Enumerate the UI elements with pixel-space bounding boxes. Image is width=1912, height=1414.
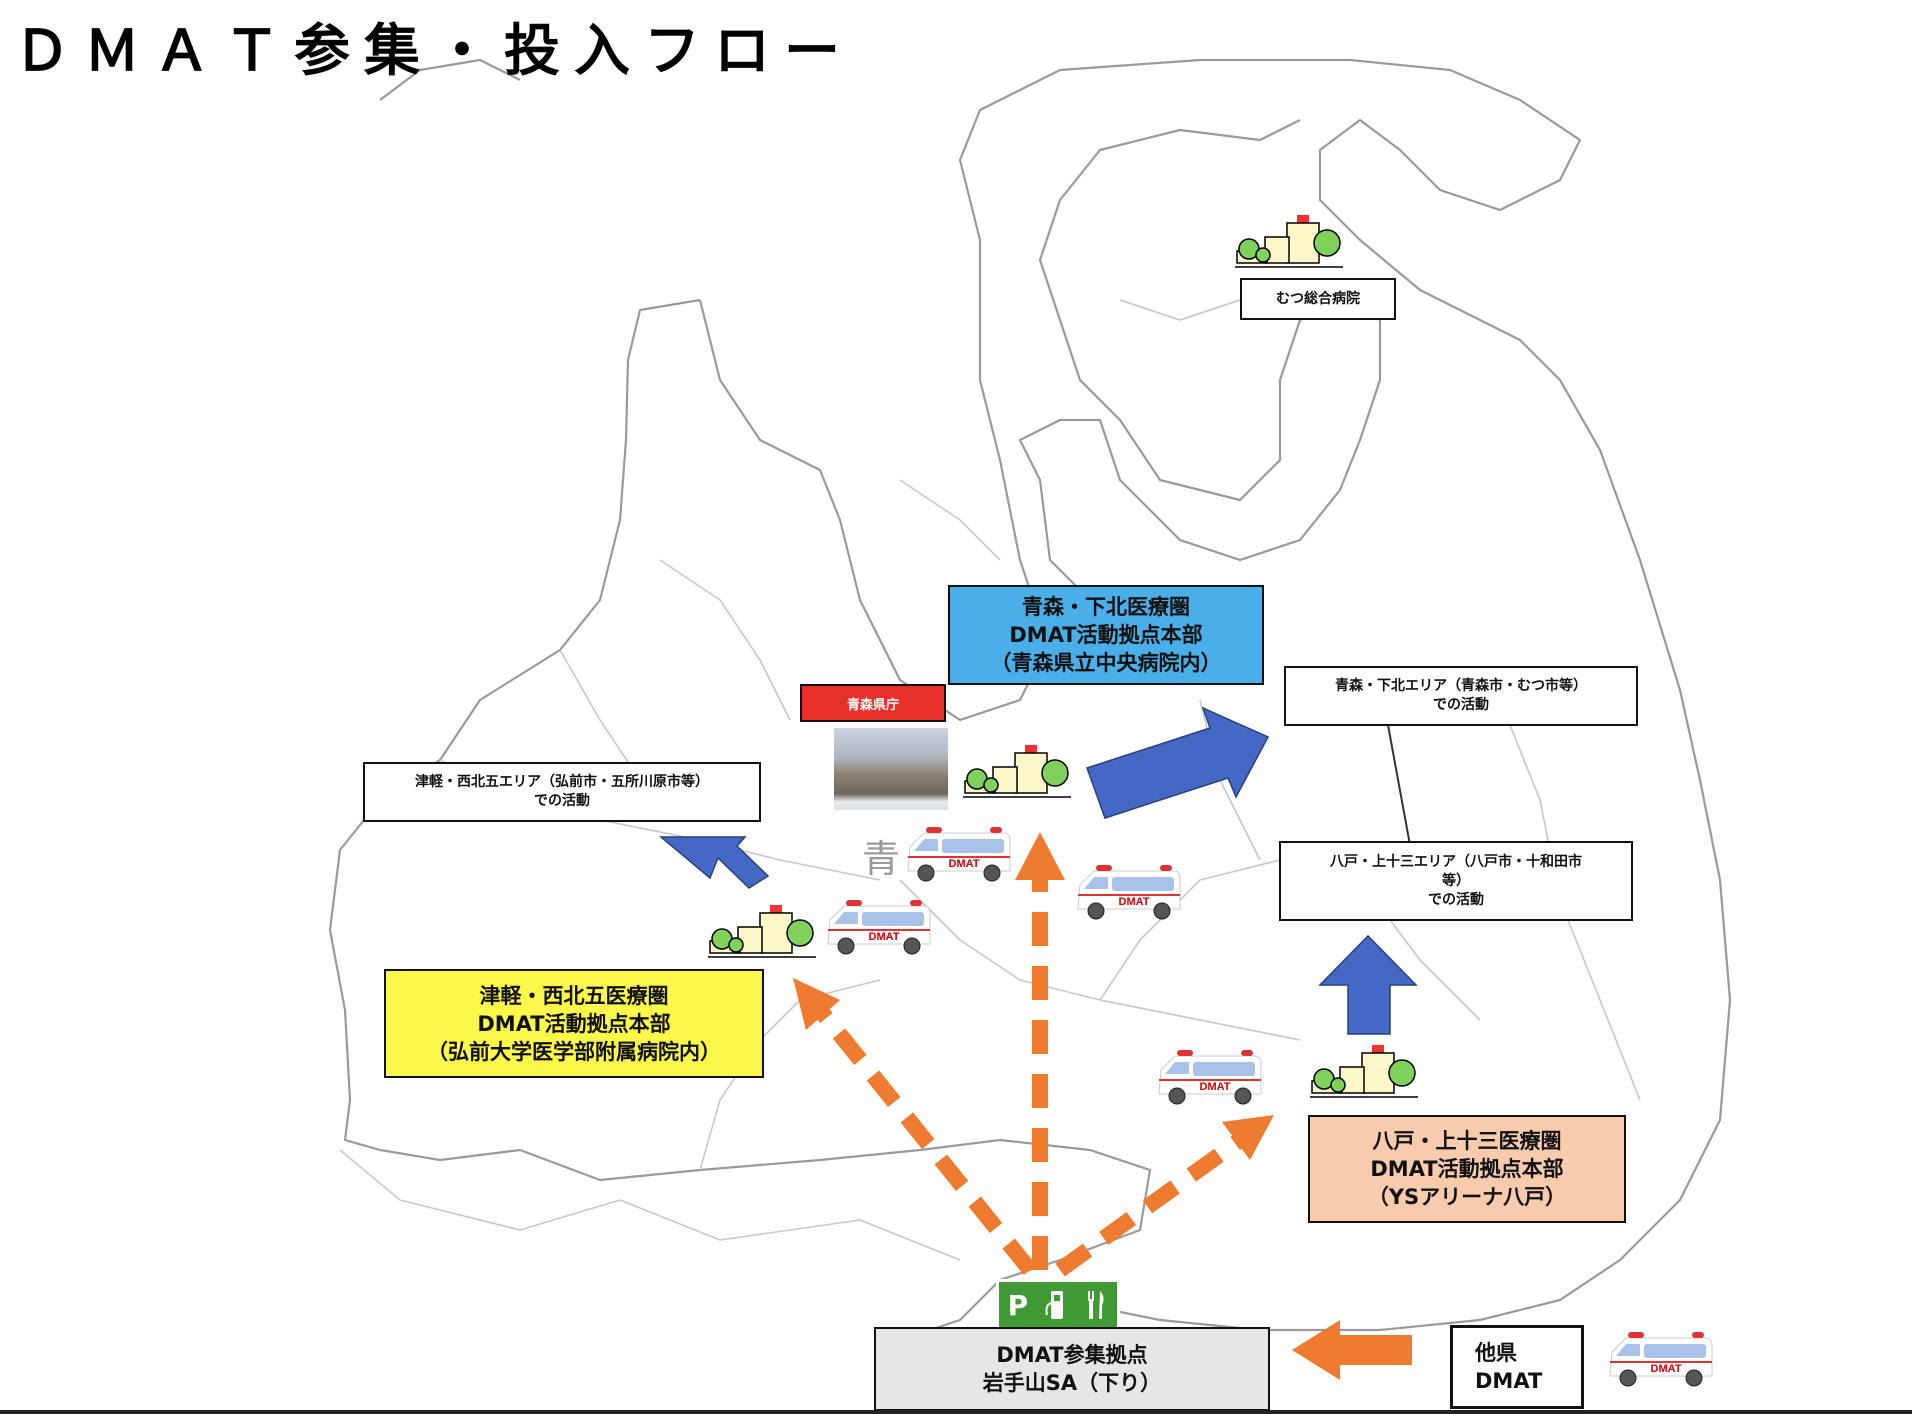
pref-office-photo: [834, 728, 948, 810]
hachinohe-area-box: 八戸・上十三エリア（八戸市・十和田市 等） での活動: [1279, 841, 1633, 921]
aomori-pref-office-label: 青森県庁: [800, 684, 946, 722]
hachinohe-hq-box: 八戸・上十三医療圏 DMAT活動拠点本部 （YSアリーナ八戸）: [1308, 1115, 1626, 1223]
bottom-border: [0, 1410, 1912, 1414]
arrow-to-aomori-area: [1086, 706, 1270, 819]
arrow-to-hachinohe-area: [1318, 934, 1418, 1035]
parking-area-sign: P: [996, 1279, 1120, 1331]
fork-knife-icon: [1088, 1291, 1105, 1319]
hospital-icon: [1310, 1045, 1418, 1098]
tsugaru-hq-box: 津軽・西北五医療圏 DMAT活動拠点本部 （弘前大学医学部附属病院内）: [384, 969, 764, 1078]
ambulance-icon: DMAT: [1609, 1332, 1713, 1387]
tsugaru-area-box: 津軽・西北五エリア（弘前市・五所川原市等） での活動: [363, 762, 761, 822]
arrow-from-other-pref: [1292, 1320, 1412, 1380]
svg-text:DMAT: DMAT: [1200, 1081, 1231, 1093]
other-pref-dmat-box: 他県 DMAT: [1450, 1325, 1584, 1409]
map-city-label: 青: [862, 837, 901, 881]
page-title: ＤＭＡＴ参集・投入フロー: [14, 19, 854, 84]
fuel-pump-icon: [1045, 1291, 1064, 1319]
parking-icon: P: [1007, 1288, 1029, 1322]
staging-point-box: DMAT参集拠点 岩手山SA（下り）: [874, 1327, 1270, 1411]
ambulance-icon: DMAT: [827, 900, 931, 955]
arrow-to-tsugaru-area: [658, 836, 770, 889]
ambulance-icon: DMAT: [907, 827, 1011, 882]
svg-text:DMAT: DMAT: [1119, 896, 1150, 908]
mutsu-hospital-label: むつ総合病院: [1240, 278, 1396, 320]
ambulance-icon: DMAT: [1077, 865, 1181, 920]
ambulance-icon: DMAT: [1158, 1050, 1262, 1105]
svg-text:DMAT: DMAT: [1651, 1363, 1682, 1375]
svg-text:DMAT: DMAT: [949, 858, 980, 870]
aomori-shimokita-area-box: 青森・下北エリア（青森市・むつ市等） での活動: [1284, 666, 1638, 726]
aomori-shimokita-hq-box: 青森・下北医療圏 DMAT活動拠点本部 （青森県立中央病院内）: [948, 585, 1264, 685]
hospital-icon: [1235, 215, 1343, 268]
hospital-icon: [708, 905, 816, 958]
hospital-icon: [963, 745, 1071, 798]
svg-text:DMAT: DMAT: [869, 931, 900, 943]
